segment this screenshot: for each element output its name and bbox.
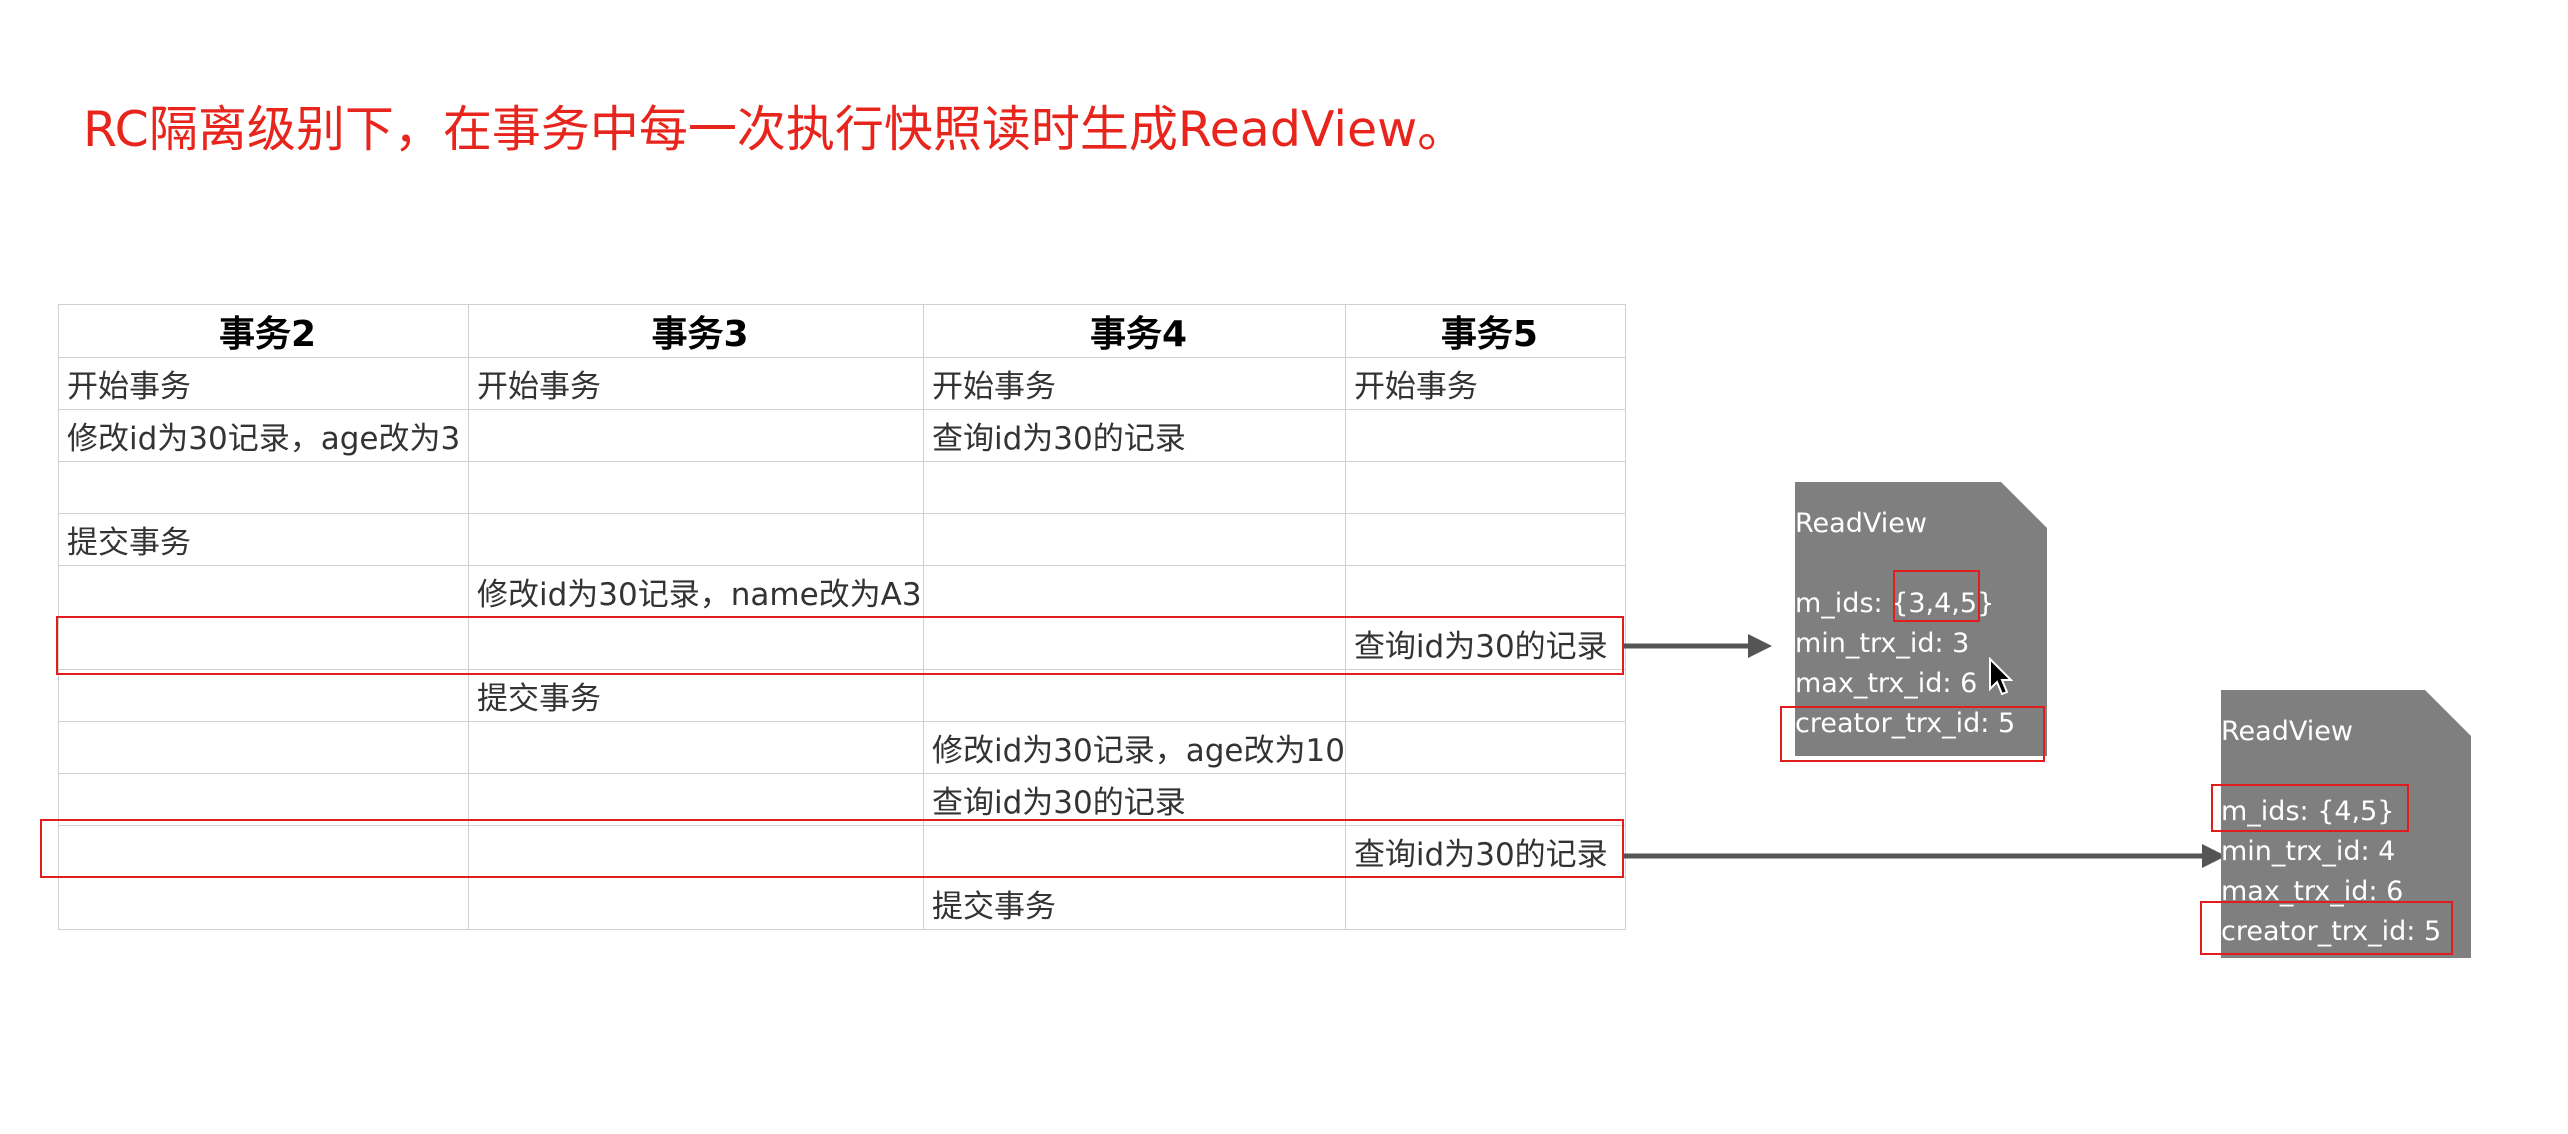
table-cell — [923, 825, 1346, 878]
readview-creator-trx-id: creator_trx_id: 5 — [2221, 916, 2442, 947]
readview-min-trx-id: min_trx_id: 4 — [2221, 836, 2396, 867]
table-cell — [468, 409, 924, 462]
readview-min-trx-id: min_trx_id: 3 — [1795, 628, 1970, 659]
readview-m-ids: m_ids: {4,5} — [2221, 796, 2395, 827]
table-row: 修改id为30记录，age改为3 查询id为30的记录 — [58, 409, 1626, 462]
column-header: 事务2 — [58, 304, 469, 358]
table-cell — [468, 825, 924, 878]
table-cell — [1344, 565, 1626, 618]
mouse-cursor-icon — [1989, 657, 2014, 696]
table-row: 开始事务开始事务开始事务开始事务 — [58, 357, 1626, 410]
table-cell — [1344, 461, 1626, 514]
table-cell — [1344, 877, 1626, 930]
readview-document-2: ReadView m_ids: {4,5} min_trx_id: 4 max_… — [2221, 690, 2471, 958]
table-cell — [58, 461, 469, 514]
table-cell — [468, 877, 924, 930]
table-row: 查询id为30的记录 — [58, 617, 1626, 670]
table-cell — [468, 721, 924, 774]
table-cell — [58, 669, 469, 722]
column-header: 事务4 — [923, 304, 1346, 358]
readview-title: ReadView — [1795, 508, 1927, 539]
table-cell: 查询id为30的记录 — [1344, 617, 1626, 670]
highlight-row-first-query — [56, 616, 1624, 675]
table-cell — [1344, 721, 1626, 774]
highlight-m-ids-value-1 — [1893, 570, 1980, 622]
table-row: 修改id为30记录，name改为A3 — [58, 565, 1626, 618]
readview-title: ReadView — [2221, 716, 2353, 747]
table-cell — [923, 513, 1346, 566]
highlight-row-second-query — [40, 819, 1624, 878]
table-cell — [58, 877, 469, 930]
table-cell: 开始事务 — [1344, 357, 1626, 410]
highlight-m-ids-2 — [2211, 784, 2409, 832]
table-row: 修改id为30记录，age改为10 — [58, 721, 1626, 774]
column-header: 事务5 — [1344, 304, 1626, 358]
table-cell — [468, 461, 924, 514]
table-cell: 查询id为30的记录 — [1344, 825, 1626, 878]
table-cell: 修改id为30记录，age改为3 — [58, 409, 469, 462]
table-row: 提交事务 — [58, 669, 1626, 722]
table-cell: 开始事务 — [923, 357, 1346, 410]
arrowhead-icon — [2202, 844, 2226, 868]
highlight-creator-trx-id-2 — [2200, 901, 2453, 955]
folded-corner-icon — [2425, 690, 2471, 736]
table-cell: 开始事务 — [468, 357, 924, 410]
readview-creator-trx-id: creator_trx_id: 5 — [1795, 708, 2016, 739]
table-row: 查询id为30的记录 — [58, 825, 1626, 878]
table-cell — [923, 461, 1346, 514]
highlight-creator-trx-id-1 — [1780, 706, 2045, 762]
table-cell — [468, 617, 924, 670]
folded-corner-icon — [2001, 482, 2047, 528]
table-cell — [923, 669, 1346, 722]
table-cell — [1344, 409, 1626, 462]
page-heading: RC隔离级别下，在事务中每一次执行快照读时生成ReadView。 — [83, 101, 1467, 158]
table-cell — [58, 825, 469, 878]
table-row — [58, 461, 1626, 514]
table-cell: 修改id为30记录，age改为10 — [923, 721, 1346, 774]
table-cell: 查询id为30的记录 — [923, 409, 1346, 462]
arrowhead-icon — [1748, 634, 1772, 658]
table-cell: 开始事务 — [58, 357, 469, 410]
table-cell: 提交事务 — [923, 877, 1346, 930]
transaction-table: 事务2 事务3 事务4 事务5 开始事务开始事务开始事务开始事务修改id为30记… — [58, 304, 1626, 930]
table-cell — [923, 565, 1346, 618]
readview-max-trx-id: max_trx_id: 6 — [1795, 668, 1978, 699]
table-cell — [468, 513, 924, 566]
table-row: 提交事务 — [58, 877, 1626, 930]
table-cell: 修改id为30记录，name改为A3 — [468, 565, 924, 618]
